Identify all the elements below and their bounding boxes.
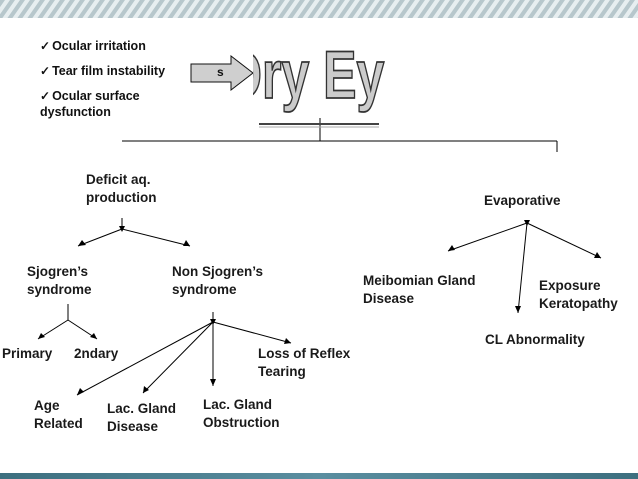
svg-text:Dry Eye: Dry Eye [253,37,385,113]
symptom-item-2: ✓Tear film instability [40,64,166,78]
decorative-top-banner [0,0,638,18]
to-exposure-line [526,222,602,259]
checkmark-icon: ✓ [40,89,51,103]
node-age-related: Age Related [34,398,83,431]
to-age-line [76,321,214,396]
decorative-bottom-bar [0,473,638,479]
node-sjogren-syndrome: Sjogren’s syndrome [27,264,92,297]
checkmark-icon: ✓ [40,64,51,78]
node-cl-abnormality: CL Abnormality [485,332,585,347]
arrow-label: s [217,65,224,79]
checkmark-icon: ✓ [40,39,51,53]
to-loss-reflex-line [212,321,292,344]
node-primary: Primary [2,346,53,361]
symptom-item-3: ✓Ocular surface dysfunction [40,89,140,119]
to-meibomian-line [447,222,528,252]
to-non-sjogren-line [121,228,191,247]
node-exposure-keratopathy: Exposure Keratopathy [539,278,618,311]
to-lac-disease-line [142,321,214,394]
node-meibomian-gland-disease: Meibomian Gland Disease [363,273,476,306]
block-arrow-icon [190,55,254,91]
node-deficit-production: Deficit aq. production [86,172,157,205]
node-secondary: 2ndary [74,346,119,361]
dry-eye-title: Dry Eye [253,36,385,128]
to-sjogren-line [77,228,123,247]
symptom-item-1: ✓Ocular irritation [40,39,146,53]
node-non-sjogren-syndrome: Non Sjogren’s syndrome [172,264,264,297]
to-cl-line [517,222,528,314]
node-evaporative: Evaporative [484,193,561,208]
node-lac-gland-obstruction: Lac. Gland Obstruction [203,397,280,430]
node-loss-of-reflex-tearing: Loss of Reflex Tearing [258,346,351,379]
node-lac-gland-disease: Lac. Gland Disease [107,401,177,434]
